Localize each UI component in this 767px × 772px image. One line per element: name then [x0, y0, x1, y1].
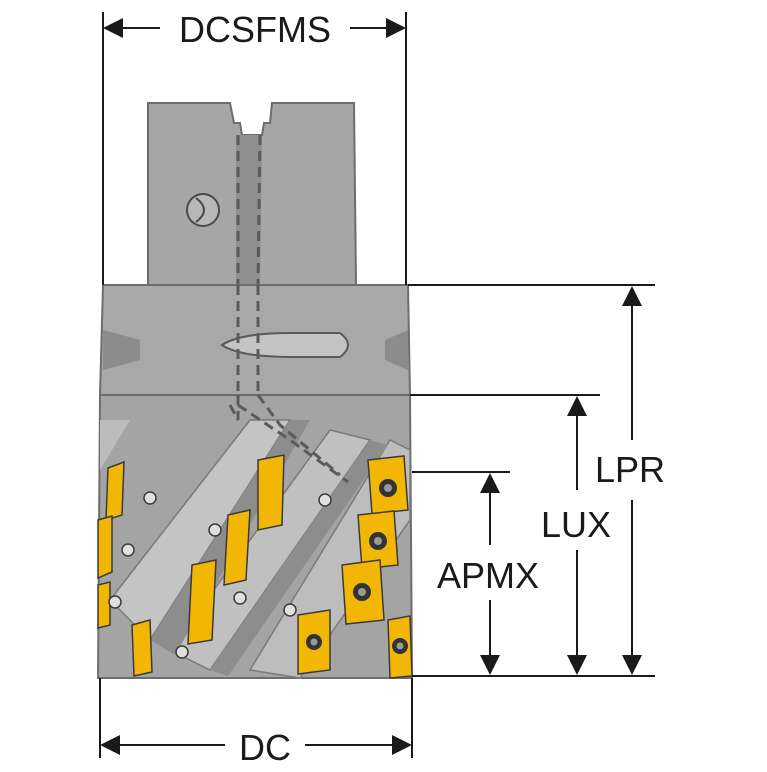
label-dcsfms: DCSFMS [179, 9, 331, 50]
insert [257, 454, 285, 531]
cutting-inserts [97, 454, 413, 679]
label-dc: DC [239, 727, 291, 767]
insert [105, 460, 125, 522]
insert [367, 455, 409, 515]
tool-collar [98, 284, 412, 396]
insert [97, 581, 111, 629]
tool-shank [147, 102, 358, 286]
insert [223, 509, 251, 586]
insert [387, 615, 413, 679]
insert [341, 559, 385, 625]
insert [357, 510, 399, 570]
cutting-body [96, 394, 414, 679]
label-lux: LUX [541, 504, 611, 545]
insert [297, 609, 331, 675]
insert [131, 619, 153, 677]
insert [187, 559, 217, 645]
insert [97, 515, 113, 580]
dimension-lines [99, 12, 655, 758]
label-apmx: APMX [437, 555, 539, 596]
label-lpr: LPR [595, 449, 665, 490]
